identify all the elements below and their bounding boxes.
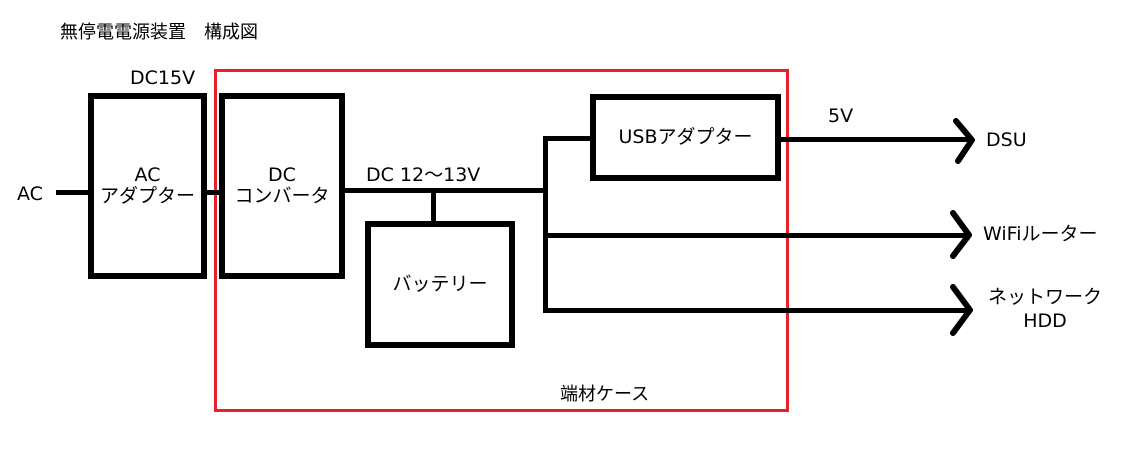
dc15v-wire bbox=[204, 190, 224, 195]
usb-adapter-block: USBアダプター bbox=[590, 94, 781, 181]
usb-adapter-label: USBアダプター bbox=[618, 126, 753, 148]
output-wifi-router-label: WiFiルーター bbox=[983, 223, 1098, 245]
output-network-hdd-line1: ネットワーク bbox=[987, 286, 1102, 308]
dsu-output-wire bbox=[779, 137, 971, 142]
dc-converter-line1: DC bbox=[268, 164, 296, 186]
wifi-output-wire bbox=[543, 233, 968, 238]
dc-bus-wire bbox=[343, 188, 548, 193]
dc-converter-line2: コンバータ bbox=[234, 185, 330, 207]
ac-input-label: AC bbox=[17, 183, 43, 205]
ac-adapter-block: AC アダプター bbox=[88, 93, 207, 279]
usb-branch-wire bbox=[543, 136, 595, 141]
distribution-bus bbox=[543, 136, 548, 313]
battery-label: バッテリー bbox=[392, 273, 488, 295]
usb-output-voltage-label: 5V bbox=[828, 105, 854, 127]
dsu-arrow-icon bbox=[953, 118, 975, 164]
enclosure-label: 端材ケース bbox=[560, 384, 650, 405]
wifi-arrow-icon bbox=[950, 210, 972, 259]
hdd-output-wire bbox=[543, 308, 970, 313]
diagram-title: 無停電電源装置 構成図 bbox=[60, 22, 258, 43]
enclosure-case bbox=[214, 69, 789, 412]
ac-adapter-line1: AC bbox=[134, 164, 161, 186]
battery-tap-wire bbox=[431, 188, 436, 224]
ac-input-wire bbox=[56, 190, 92, 195]
output-dsu-label: DSU bbox=[986, 129, 1027, 151]
dc-bus-label: DC 12～13V bbox=[366, 164, 481, 186]
dc15v-label: DC15V bbox=[130, 67, 196, 89]
ac-adapter-line2: アダプター bbox=[99, 185, 195, 207]
battery-block: バッテリー bbox=[365, 221, 515, 348]
dc-converter-block: DC コンバータ bbox=[219, 93, 345, 279]
hdd-arrow-icon bbox=[950, 284, 973, 336]
output-network-hdd-line2: HDD bbox=[1023, 310, 1067, 332]
